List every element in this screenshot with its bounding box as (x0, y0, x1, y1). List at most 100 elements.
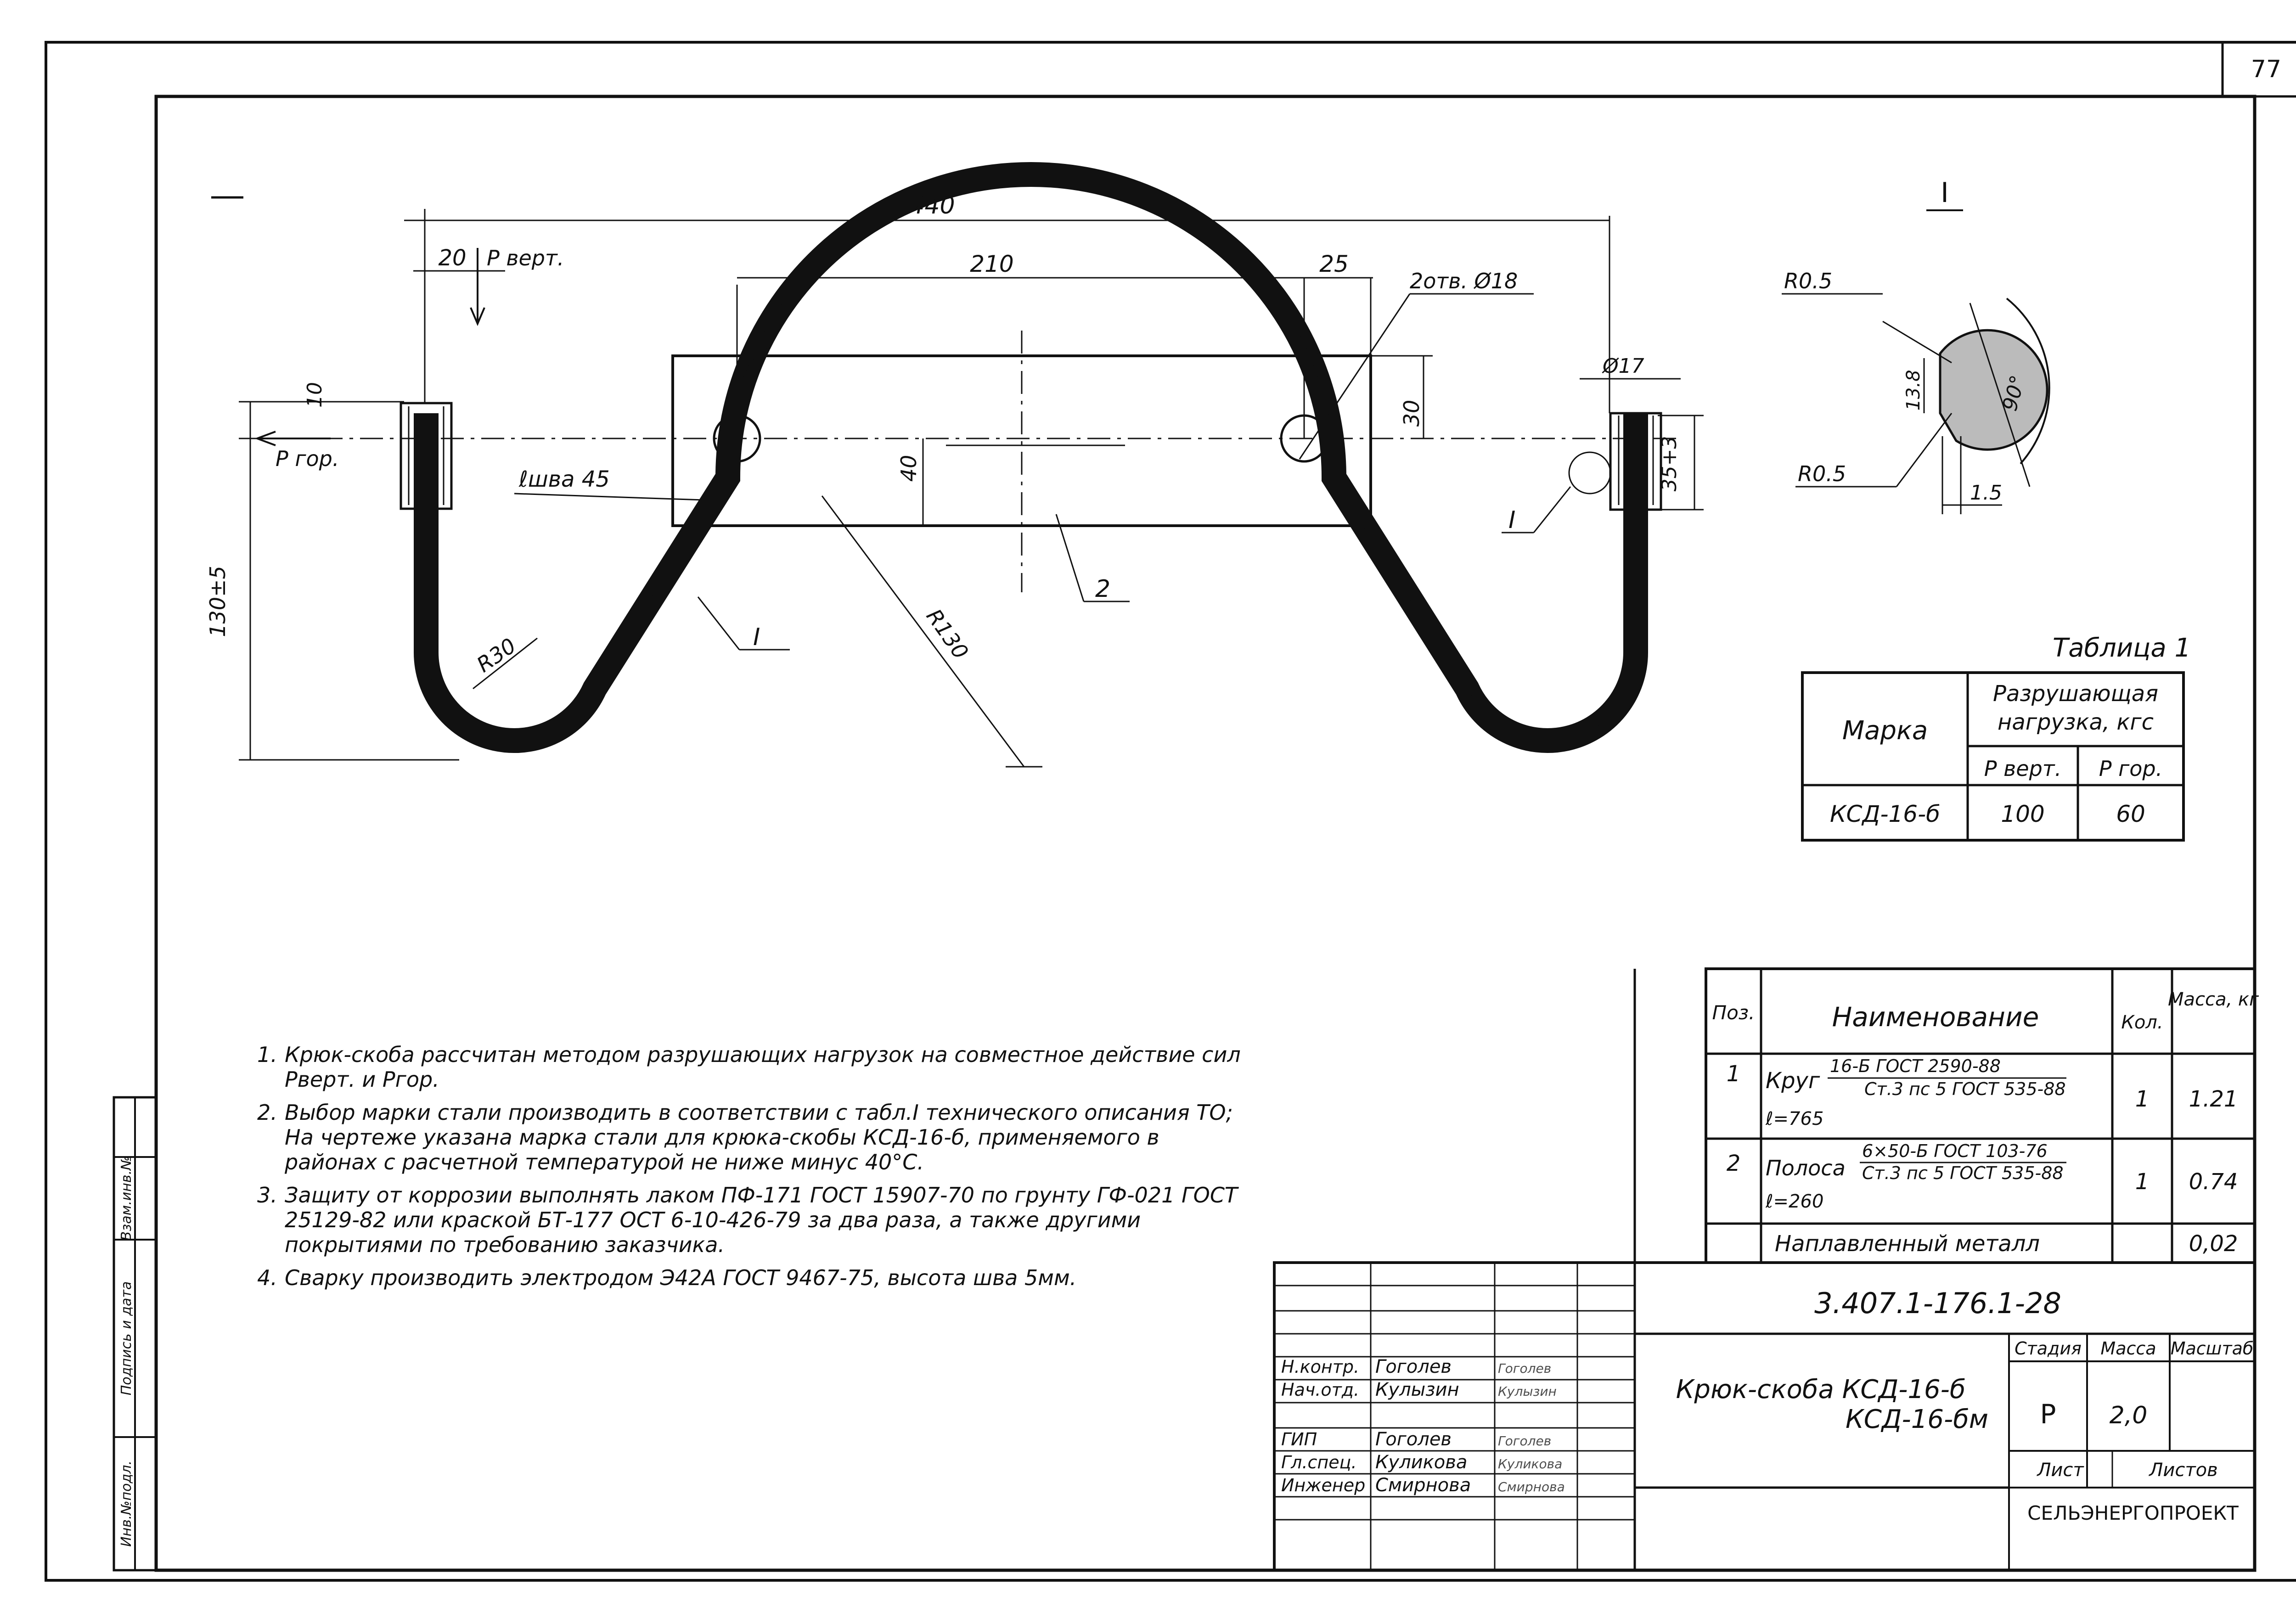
note-4: 4. Сварку производить электродом Э42А ГО… (257, 1265, 1258, 1290)
role-1: Н.контр. (1281, 1357, 1359, 1377)
bend-radius-large: R130 (922, 604, 974, 663)
sign-4: Гоголев (1498, 1433, 1551, 1449)
title-line2: КСД-16-бм (1846, 1404, 1988, 1434)
dim-top-offset: 10 (303, 382, 326, 408)
name-1: Гоголев (1375, 1356, 1452, 1377)
table1-col-pvert: Р верт. (1984, 756, 2061, 781)
spec-row3-name: Наплавленный металл (1775, 1231, 2040, 1257)
side-stamp-inv-dup: Взам.инв.№ (118, 1156, 135, 1241)
section-dim-vertical: 13.8 (1903, 370, 1924, 410)
dim-holes: 2отв. Ø18 (1410, 269, 1518, 293)
note-number: 1. (257, 1042, 277, 1067)
spec-row2-spec-bottom: Ст.3 пс 5 ГОСТ 535-88 (1862, 1163, 2064, 1183)
table1-row-marka: КСД-16-б (1830, 801, 1940, 827)
note-3: 3. Защиту от коррозии выполнять лаком ПФ… (257, 1183, 1258, 1257)
spec-row2-extra: ℓ=260 (1765, 1191, 1823, 1212)
spec-header-mass: Масса, кг (2168, 989, 2259, 1010)
note-text: Выбор марки стали производить в соответс… (285, 1100, 1233, 1174)
spec-row2-name: Полоса (1766, 1156, 1846, 1180)
force-horizontal: Р гор. (276, 446, 339, 471)
table1-row-pvert: 100 (2001, 801, 2044, 827)
note-text: Крюк-скоба рассчитан методом разрушающих… (285, 1042, 1241, 1092)
section-r-top: R0.5 (1784, 269, 1832, 293)
scale-label: Масштаб (2171, 1338, 2254, 1359)
table1-col-pgor: Р гор. (2099, 756, 2163, 781)
spec-row3-mass: 0,02 (2189, 1231, 2238, 1257)
inner-frame (154, 95, 2257, 1572)
spec-row1-spec-bottom: Ст.3 пс 5 ГОСТ 535-88 (1864, 1079, 2066, 1099)
spec-row2-mass: 0.74 (2189, 1169, 2238, 1195)
spec-row2-pos: 2 (1727, 1151, 1741, 1176)
mass-value: 2,0 (2110, 1402, 2148, 1429)
table-1: Таблица 1 Марка Разрушающая нагрузка, кг… (1801, 633, 2191, 842)
note-1: 1. Крюк-скоба рассчитан методом разрушаю… (257, 1042, 1258, 1092)
spec-row2-qty: 1 (2135, 1169, 2150, 1195)
sheets-label: Листов (2148, 1460, 2217, 1481)
dim-left-offset: 20 (438, 245, 466, 271)
dim-hook-height: 130±5 (205, 566, 230, 637)
outer-frame (45, 41, 2296, 1582)
title-line1: Крюк-скоба КСД-16-б (1676, 1375, 1966, 1404)
role-6: Инженер (1281, 1475, 1365, 1495)
callout-section-right: I (1508, 506, 1515, 534)
callout-part-2: 2 (1095, 575, 1110, 603)
sheet-label: Лист (2036, 1460, 2084, 1481)
role-5: Гл.спец. (1281, 1452, 1357, 1472)
name-4: Гоголев (1375, 1429, 1452, 1450)
sign-6: Смирнова (1498, 1479, 1565, 1494)
table1-col-load: Разрушающая нагрузка, кгс (1993, 681, 2158, 735)
dim-overall: 440 (909, 192, 955, 219)
note-number: 3. (257, 1183, 277, 1208)
dim-hole-spacing: 210 (970, 251, 1013, 277)
spec-row1-mass: 1.21 (2189, 1086, 2238, 1112)
note-2: 2. Выбор марки стали производить в соотв… (257, 1100, 1258, 1174)
section-title: I (1941, 177, 1949, 209)
note-number: 4. (257, 1265, 277, 1290)
sign-2: Кулызин (1498, 1384, 1557, 1399)
section-detail: I R0.5 R0.5 13.8 1.5 90° (1782, 177, 2050, 514)
dim-edge-to-hole: 25 (1319, 251, 1349, 277)
spec-row1-spec-top: 16-Б ГОСТ 2590-88 (1830, 1056, 2001, 1076)
note-text: Защиту от коррозии выполнять лаком ПФ-17… (285, 1183, 1238, 1257)
spec-header-qty: Кол. (2121, 1012, 2163, 1033)
table1-row-pgor: 60 (2116, 801, 2145, 827)
spec-row1-qty: 1 (2135, 1086, 2150, 1112)
sign-5: Куликова (1498, 1456, 1562, 1472)
spec-row1-pos: 1 (1727, 1061, 1741, 1087)
hook-drawing: 440 20 Р верт. 210 25 2отв. Ø18 30 40 Ø1… (205, 162, 1704, 768)
spec-row1-name: Круг (1766, 1068, 1820, 1094)
dim-plate-half-height: 30 (1399, 400, 1424, 427)
dim-rod-diameter: Ø17 (1602, 354, 1644, 378)
section-r-bottom: R0.5 (1798, 461, 1846, 486)
section-shape (1939, 329, 2048, 451)
role-2: Нач.отд. (1281, 1380, 1359, 1400)
note-number: 2. (257, 1100, 277, 1125)
table1-title: Таблица 1 (2053, 633, 2191, 663)
name-2: Кулызин (1375, 1379, 1459, 1400)
side-stamp: Взам.инв.№ Подпись и дата Инв.№подл. (113, 1096, 158, 1572)
stage-value: Р (2040, 1399, 2056, 1430)
section-dim-bottom: 1.5 (1970, 481, 2002, 505)
role-4: ГИП (1281, 1429, 1317, 1449)
side-stamp-inv: Инв.№подл. (118, 1460, 135, 1547)
table1-col-marka: Марка (1842, 716, 1928, 746)
spec-header-pos: Поз. (1712, 1001, 1755, 1024)
specification-table: Поз. Наименование Кол. Масса, кг 1 Круг … (1633, 967, 2259, 1264)
force-vertical: Р верт. (487, 246, 564, 270)
note-text: Сварку производить электродом Э42А ГОСТ … (285, 1265, 1077, 1290)
page-number-box: 77 (2221, 42, 2296, 98)
dim-rod-length: 35+3 (1658, 436, 1681, 492)
name-5: Куликова (1375, 1452, 1467, 1473)
title-block: 3.407.1-176.1-28 Крюк-скоба КСД-16-б КСД… (1273, 1261, 2256, 1572)
page-number: 77 (2251, 56, 2281, 83)
organization: СЕЛЬЭНЕРГОПРОЕКТ (2027, 1502, 2239, 1524)
weld-length: ℓшва 45 (518, 466, 610, 492)
spec-header-name: Наименование (1832, 1001, 2039, 1033)
side-stamp-sign-date: Подпись и дата (118, 1281, 135, 1396)
spec-row1-extra: ℓ=765 (1765, 1108, 1823, 1129)
spec-row2-spec-top: 6×50-Б ГОСТ 103-76 (1862, 1141, 2048, 1161)
name-6: Смирнова (1375, 1475, 1471, 1496)
dim-plate-offset: 40 (896, 455, 921, 482)
stage-label: Стадия (2015, 1338, 2082, 1359)
